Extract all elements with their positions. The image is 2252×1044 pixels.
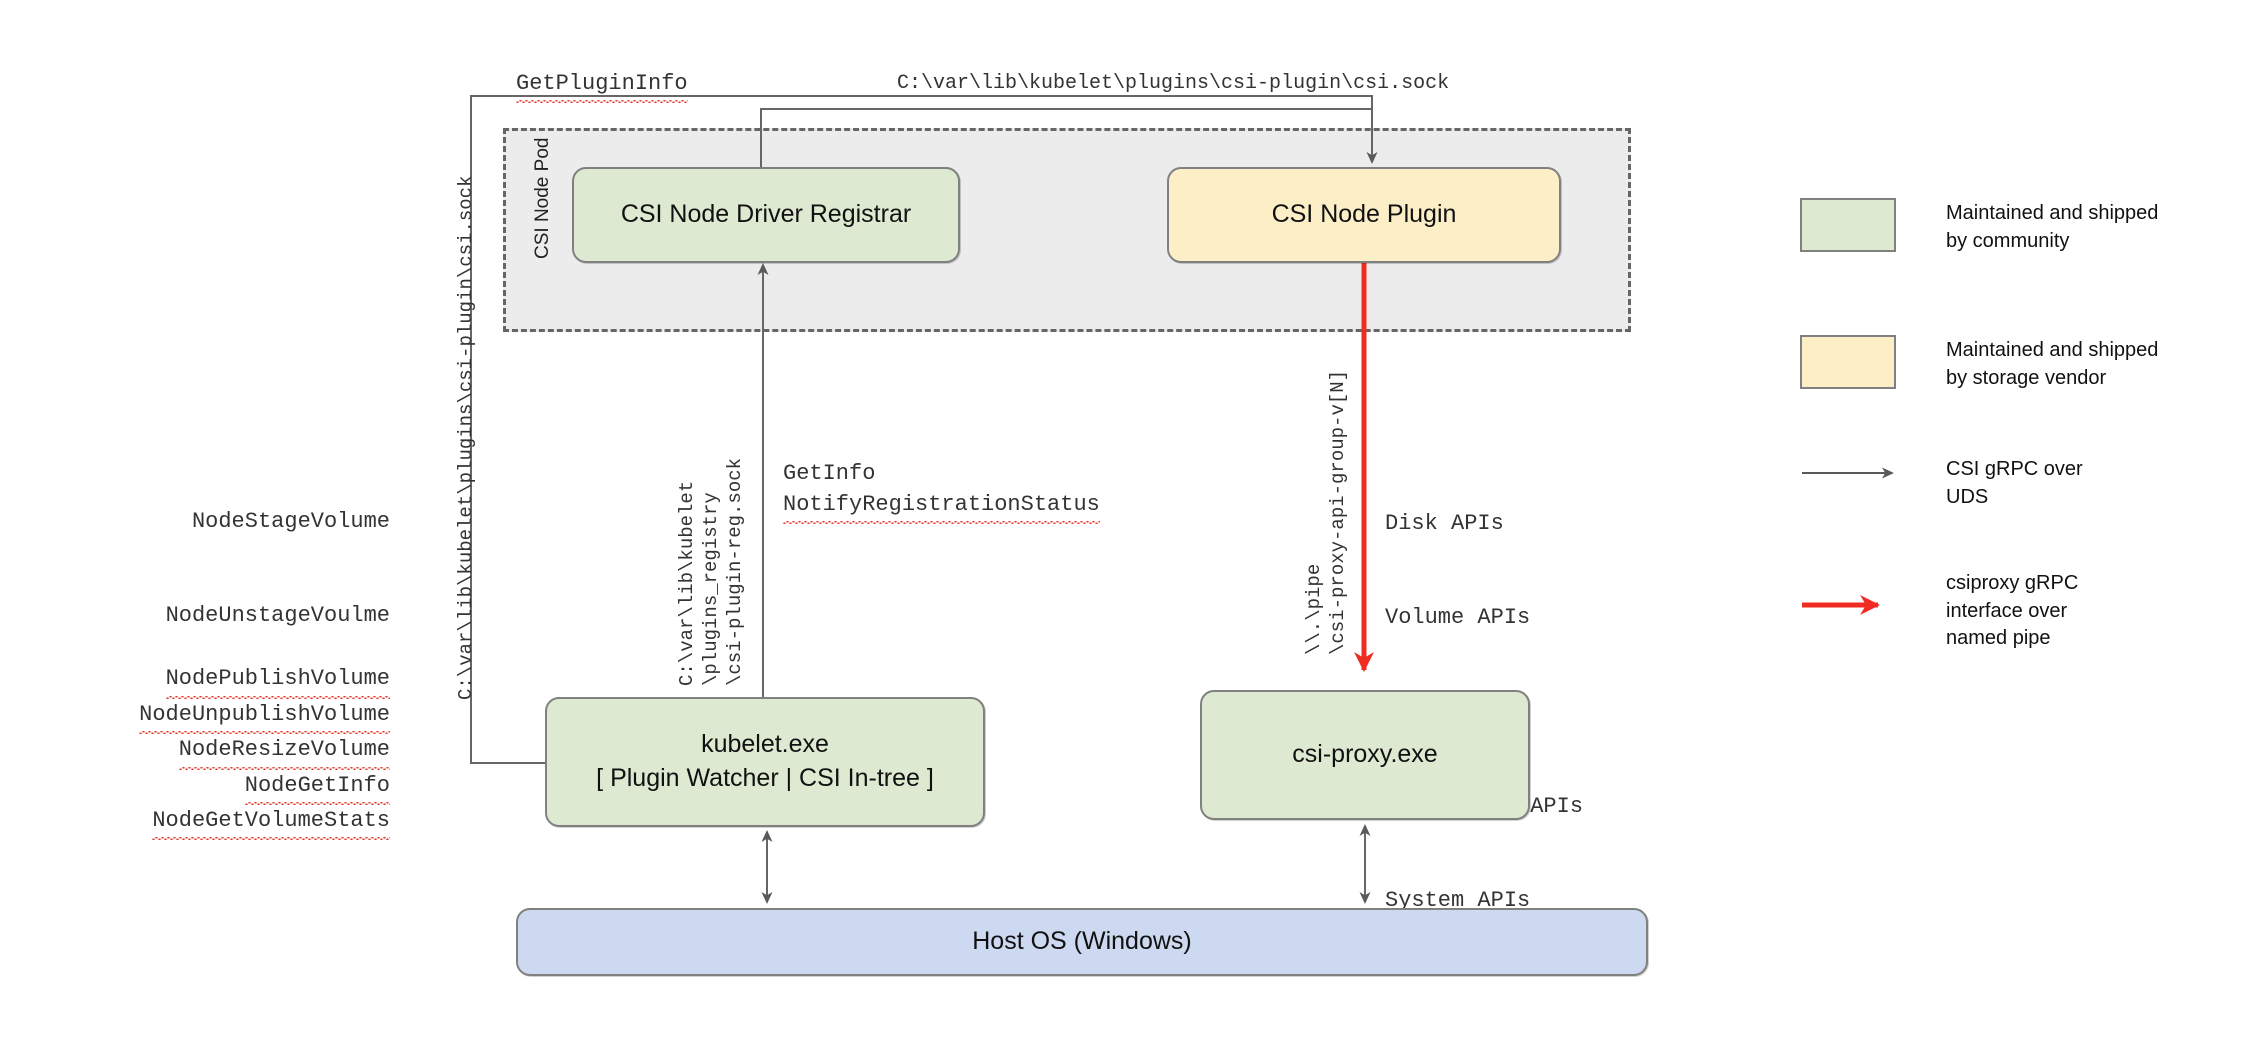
list-item: NodeStageVolume bbox=[191, 508, 390, 534]
legend-swatch-storage-vendor bbox=[1800, 335, 1896, 389]
node-api-call-list: NodeStageVolume NodeUnstageVoulme NodePu… bbox=[60, 443, 390, 872]
node-kubelet-exe[interactable]: kubelet.exe [ Plugin Watcher | CSI In-tr… bbox=[545, 697, 985, 827]
node-csi-node-plugin[interactable]: CSI Node Plugin bbox=[1167, 167, 1561, 263]
list-item: NodePublishVolume bbox=[165, 663, 390, 698]
label-get-info: GetInfo bbox=[783, 461, 876, 486]
legend-label-csi-grpc-uds: CSI gRPC over UDS bbox=[1946, 458, 2083, 508]
label-registry-path-line1: C:\var\lib\kubelet bbox=[676, 480, 698, 686]
edge-registrar-to-plugin-horizontal bbox=[760, 108, 1372, 110]
node-csi-proxy-exe-label: csi-proxy.exe bbox=[1292, 740, 1438, 769]
label-csi-sock-path-vertical: C:\var\lib\kubelet\plugins\csi-plugin\cs… bbox=[455, 175, 477, 701]
label-registry-path-line2: \plugins_registry bbox=[700, 492, 722, 686]
edge-into-csi-node-plugin bbox=[1366, 95, 1378, 164]
edge-getplugininfo-horizontal-bottom bbox=[470, 762, 547, 764]
list-item: NodeGetInfo bbox=[244, 769, 390, 805]
node-kubelet-exe-line2: [ Plugin Watcher | CSI In-tree ] bbox=[596, 764, 934, 792]
label-notify-registration-status: NotifyRegistrationStatus bbox=[783, 489, 1100, 524]
label-registry-path-line3: \csi-plugin-reg.sock bbox=[724, 457, 746, 686]
list-item: NodeUnpublishVolume bbox=[139, 698, 390, 734]
list-item: NodeResizeVolume bbox=[178, 734, 390, 769]
list-item: Disk APIs bbox=[1385, 510, 1504, 536]
legend-arrow-gray-icon bbox=[1802, 467, 1894, 479]
label-pipe-line2: \csi-proxy-api-group-v[N] bbox=[1327, 369, 1349, 655]
legend-swatch-community bbox=[1800, 198, 1896, 252]
node-host-os-label: Host OS (Windows) bbox=[972, 927, 1192, 956]
legend-arrow-red-icon bbox=[1802, 595, 1880, 615]
label-csi-sock-path-top: C:\var\lib\kubelet\plugins\csi-plugin\cs… bbox=[897, 72, 1450, 95]
edge-kubelet-to-host-os bbox=[761, 830, 773, 904]
node-csi-proxy-exe[interactable]: csi-proxy.exe bbox=[1200, 690, 1530, 820]
legend: Maintained and shipped by community Main… bbox=[1800, 180, 2220, 710]
edge-node-plugin-to-csi-proxy bbox=[1354, 260, 1374, 672]
csi-node-pod-label: CSI Node Pod bbox=[532, 137, 553, 259]
list-item: Volume APIs bbox=[1385, 605, 1531, 631]
edge-csi-proxy-to-host-os bbox=[1359, 824, 1371, 904]
edge-registrar-to-plugin-vertical bbox=[760, 108, 762, 168]
legend-label-storage-vendor: Maintained and shipped by storage vendor bbox=[1946, 339, 2159, 389]
legend-label-community: Maintained and shipped by community bbox=[1946, 202, 2159, 252]
node-csi-node-plugin-label: CSI Node Plugin bbox=[1271, 200, 1457, 229]
legend-label-csiproxy-grpc-named-pipe: csiproxy gRPC interface over named pipe bbox=[1946, 572, 2079, 650]
list-item: NodeGetVolumeStats bbox=[152, 804, 390, 840]
node-kubelet-exe-line1: kubelet.exe bbox=[701, 730, 829, 759]
edge-kubelet-to-registrar bbox=[757, 263, 769, 699]
label-pipe-line1: \\.\pipe bbox=[1303, 563, 1325, 655]
edge-getplugininfo-horizontal-top bbox=[470, 95, 1372, 97]
edge-getplugininfo-vertical-left bbox=[470, 95, 472, 762]
label-get-plugin-info: GetPluginInfo bbox=[516, 68, 688, 103]
node-host-os[interactable]: Host OS (Windows) bbox=[516, 908, 1648, 976]
node-csi-node-driver-registrar[interactable]: CSI Node Driver Registrar bbox=[572, 167, 960, 263]
list-item: NodeUnstageVoulme bbox=[165, 603, 390, 629]
node-csi-node-driver-registrar-label: CSI Node Driver Registrar bbox=[620, 200, 912, 229]
